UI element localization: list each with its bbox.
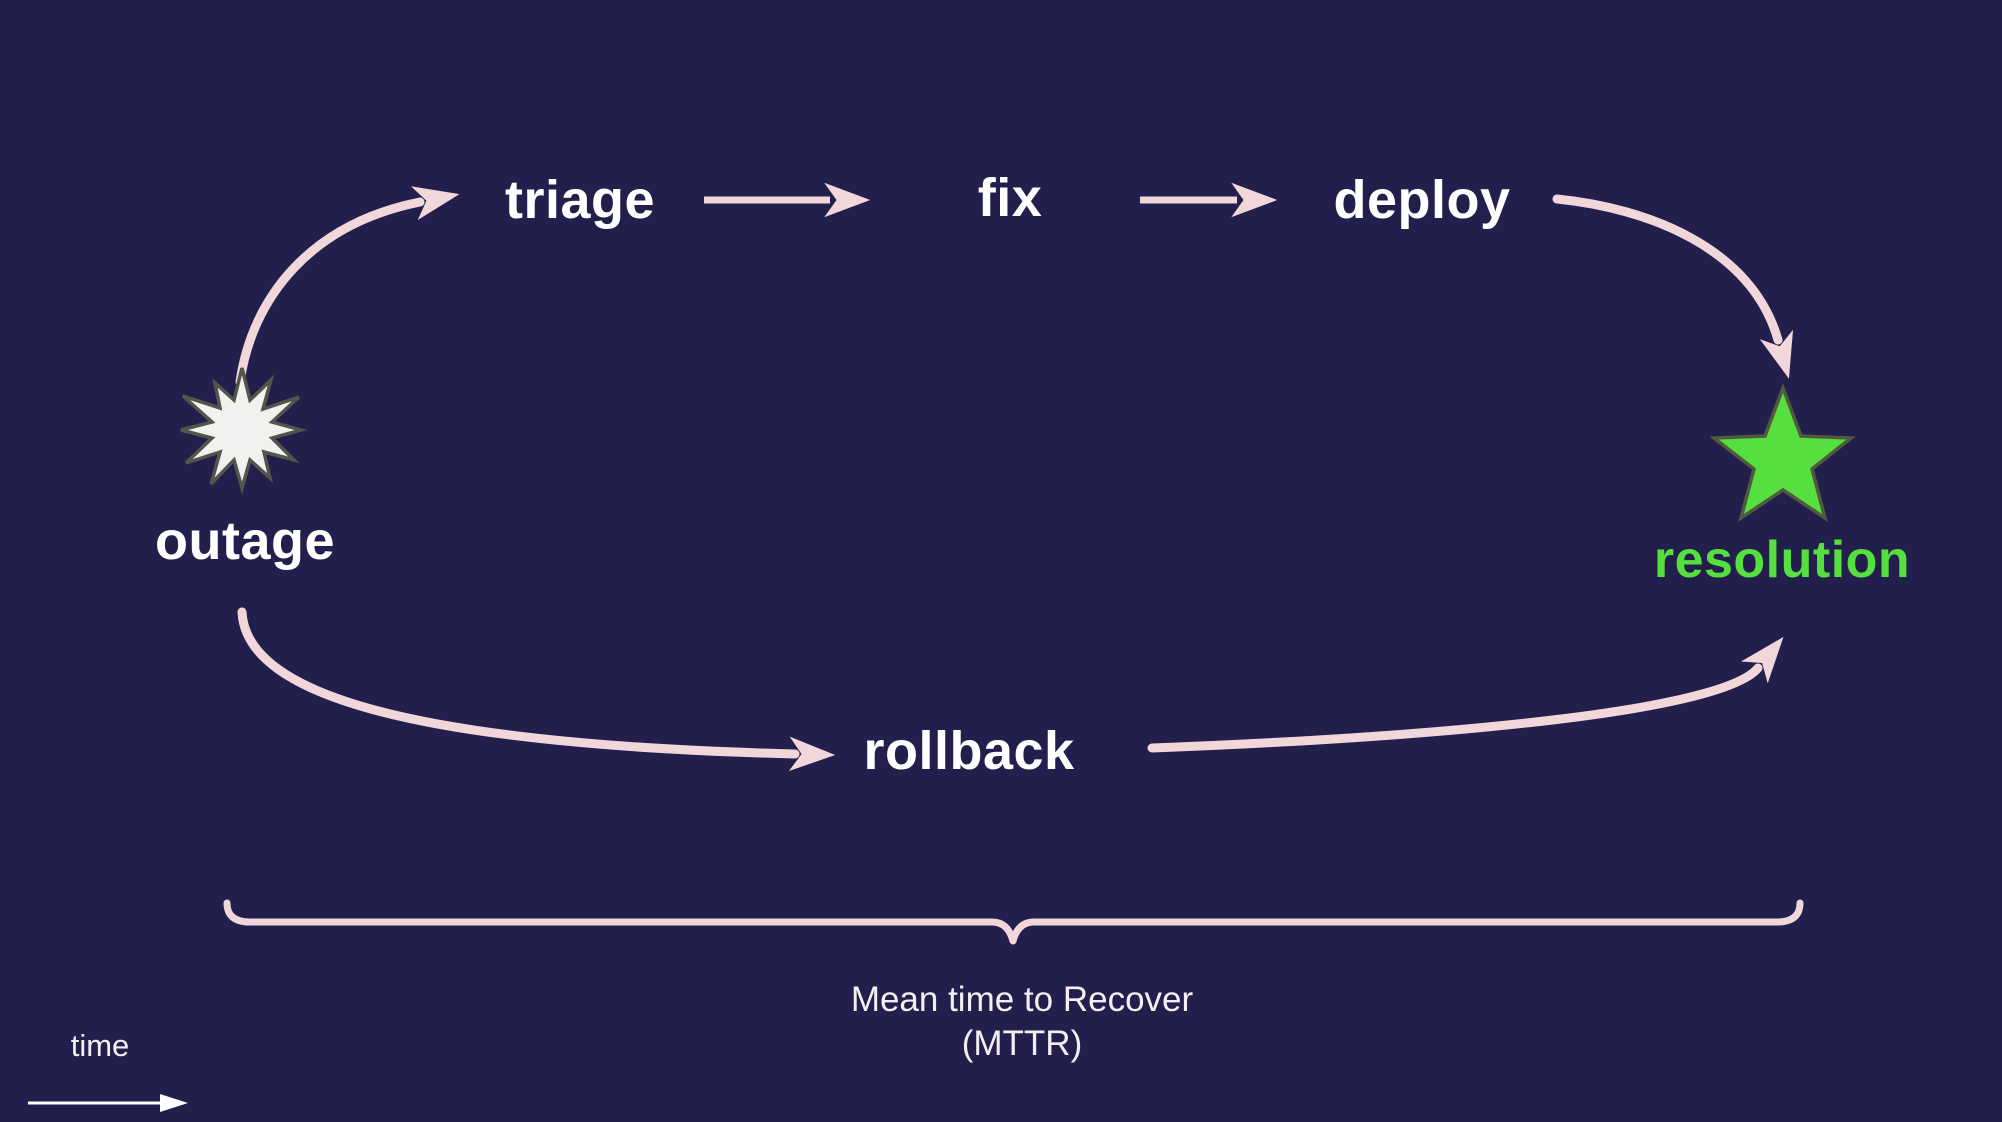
mttr-annotation: Mean time to Recover (MTTR) <box>851 978 1193 1066</box>
end-node-label: resolution <box>1653 531 1911 589</box>
mttr-annotation-line1: Mean time to Recover <box>850 980 1194 1019</box>
outage-burst-icon <box>180 367 308 495</box>
arrow-outage-to-triage <box>235 186 460 387</box>
stage-label-deploy: deploy <box>1333 170 1511 230</box>
arrow-outage-to-rollback <box>237 607 836 772</box>
time-axis-arrow <box>28 1094 188 1112</box>
arrow-rollback-to-resolution <box>1147 636 1784 753</box>
mttr-brace <box>223 899 1804 945</box>
time-axis-label: time <box>70 1028 130 1063</box>
resolution-star-icon <box>1709 383 1856 523</box>
alternate-path-label: rollback <box>863 721 1075 781</box>
mttr-annotation-line2: (MTTR) <box>961 1024 1083 1063</box>
start-node-label: outage <box>154 511 336 571</box>
arrow-deploy-to-resolution <box>1552 194 1794 379</box>
stage-label-triage: triage <box>504 170 656 230</box>
stage-label-fix: fix <box>977 168 1043 228</box>
